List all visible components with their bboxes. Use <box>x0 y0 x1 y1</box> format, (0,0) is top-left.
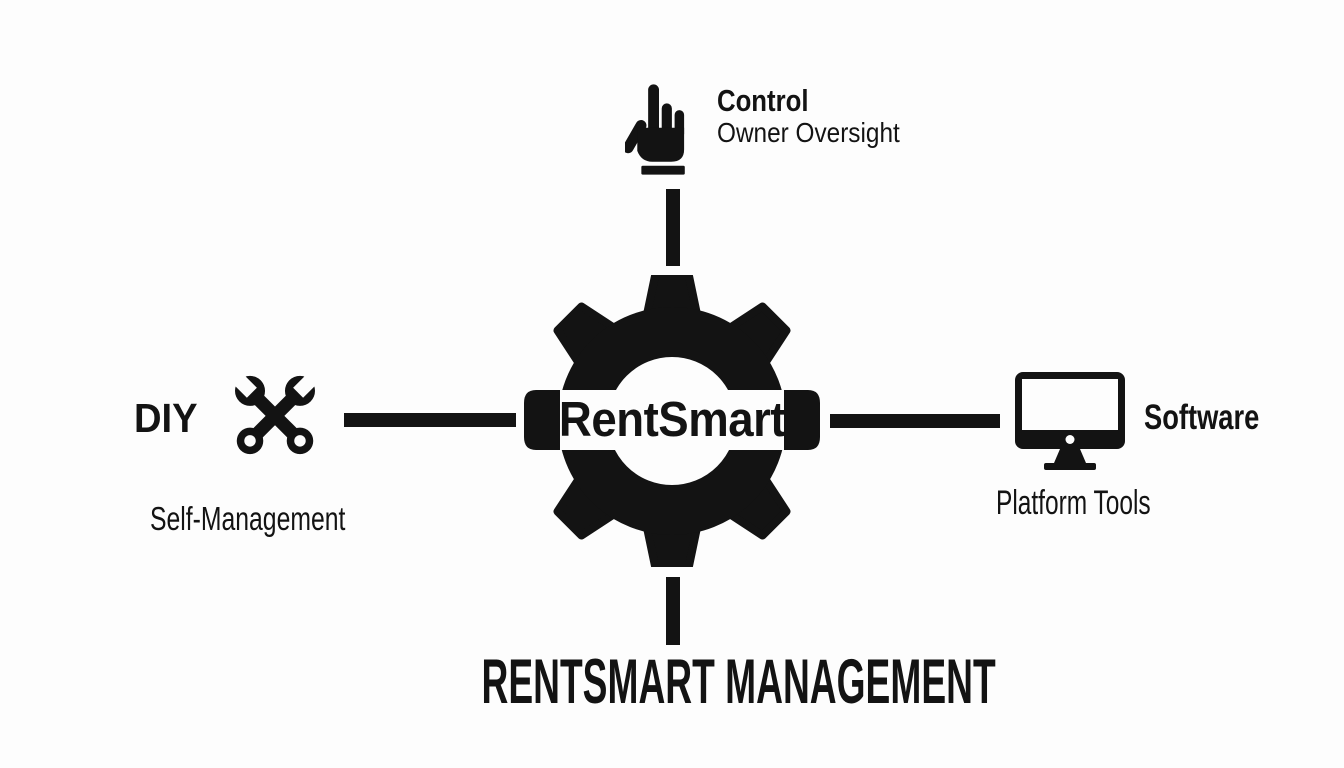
center-label: RentSmart <box>558 393 786 447</box>
right-branch-subtitle: Platform Tools <box>996 484 1151 522</box>
gear-label-band <box>522 390 822 450</box>
right-branch-title: Software <box>1144 398 1260 437</box>
connector-left <box>344 413 516 427</box>
left-branch-subtitle: Self-Management <box>150 500 346 537</box>
connector-right <box>830 414 1000 428</box>
monitor-icon <box>1013 371 1127 471</box>
crossed-wrenches-icon <box>221 362 329 468</box>
left-branch-title: DIY <box>134 395 198 441</box>
left-bracket-icon <box>524 390 560 450</box>
footer-title: RENTSMART MANAGEMENT <box>481 647 996 717</box>
top-branch-title: Control <box>717 83 809 118</box>
right-bracket-icon <box>784 390 820 450</box>
connector-top <box>666 189 680 266</box>
connector-bottom <box>666 577 680 645</box>
pointer-hand-icon <box>622 83 693 178</box>
gear-icon <box>522 275 822 567</box>
top-branch-subtitle: Owner Oversight <box>717 117 900 148</box>
